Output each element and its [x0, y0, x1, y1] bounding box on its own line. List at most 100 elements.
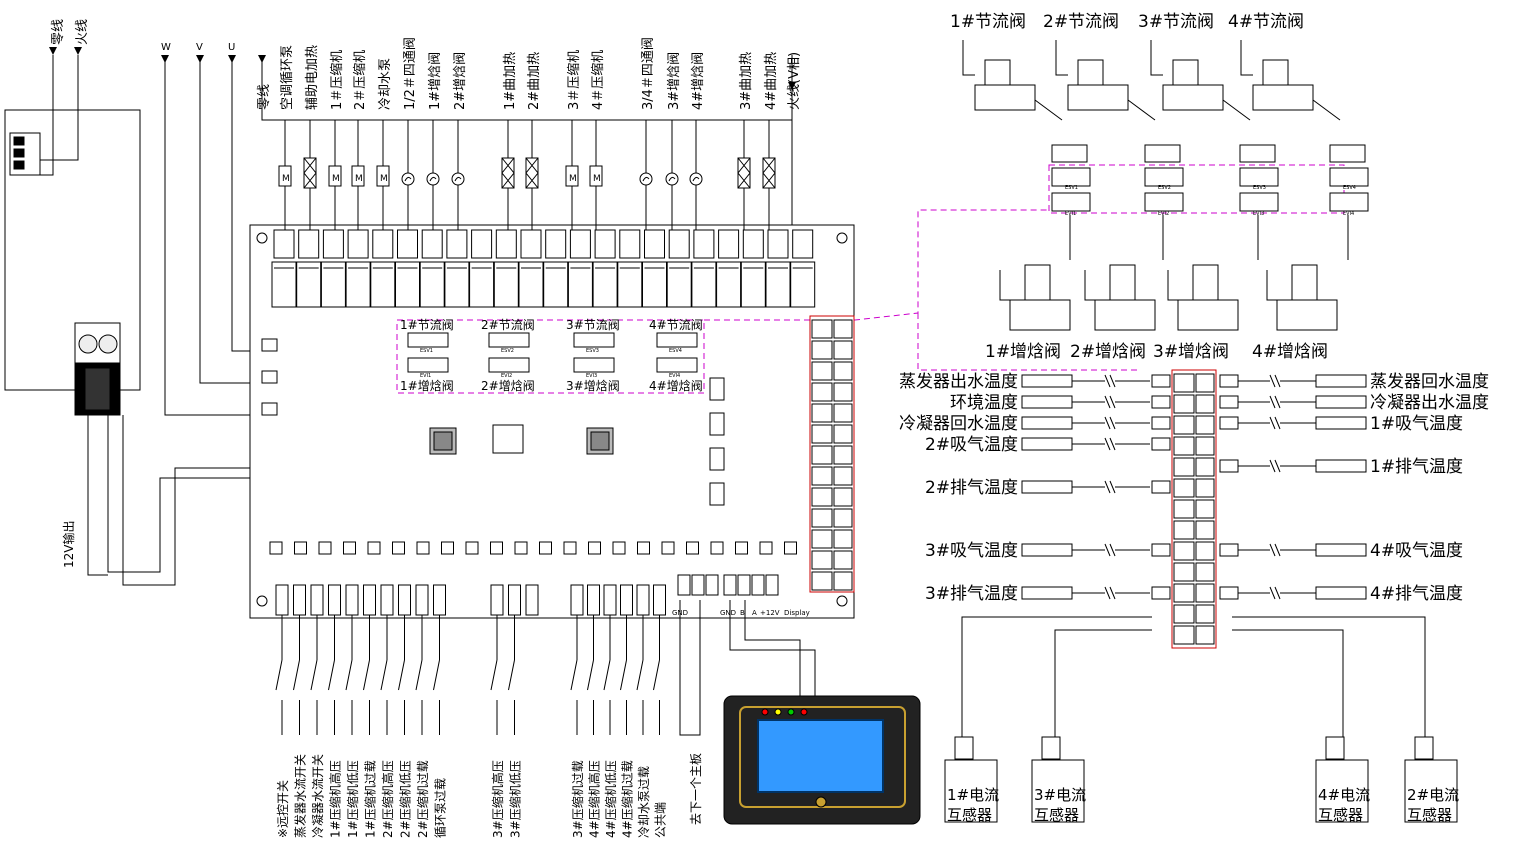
ext-sensor-terminal-2	[1195, 478, 1215, 498]
enthalpy-valve-pipe	[999, 270, 1015, 301]
board-led-pad	[416, 541, 430, 555]
ext-sensor-terminal-2	[1195, 394, 1215, 414]
evi-label: EVI2	[1158, 211, 1169, 217]
throttle-valve-head	[1262, 59, 1289, 86]
motor-symbol-label: M	[282, 174, 290, 184]
input-a-switch	[415, 659, 423, 735]
sensor-left-probe	[1021, 543, 1073, 557]
sensor-left-label: 3#排气温度	[925, 584, 1018, 604]
phase-label-v: V	[196, 42, 203, 53]
evi-label: EVI4	[1343, 211, 1354, 217]
a-label: A	[752, 609, 757, 617]
load-arrow	[788, 82, 796, 90]
input-a-label: 2#压缩机低压	[398, 760, 413, 838]
input-c-label: 3#压缩机过载	[570, 760, 585, 838]
board-enthalpy-label: 3#增焓阀	[566, 378, 620, 393]
sensor-right-label: 1#吸气温度	[1370, 414, 1463, 434]
relay-terminal	[792, 229, 814, 259]
board-sensor-terminal-2	[833, 424, 853, 444]
board-sensor-terminal-2	[833, 382, 853, 402]
board-esv-label: ESV3	[586, 348, 599, 354]
relay	[444, 261, 470, 308]
display-terminal	[723, 574, 737, 596]
input-terminal	[345, 584, 359, 616]
relay	[518, 261, 544, 308]
heater-zigzag	[525, 157, 539, 189]
enthalpy-valve-head	[1109, 264, 1136, 301]
ct-plug	[1041, 736, 1061, 760]
relay	[592, 261, 618, 308]
evi-connector	[1144, 192, 1184, 212]
phase-arrow	[228, 55, 236, 63]
relay-terminal	[347, 229, 369, 259]
input-terminal	[398, 584, 411, 616]
live-label: 火线	[75, 19, 90, 45]
input-b-label: 3#压缩机高压	[490, 760, 505, 838]
sensor-right-break	[1269, 586, 1281, 600]
sensor-left-break	[1104, 543, 1116, 557]
sensor-left-probe	[1021, 586, 1073, 600]
input-a-switch	[310, 659, 318, 735]
sensor-right-probe	[1315, 459, 1367, 473]
mounting-hole	[256, 232, 268, 244]
ext-sensor-terminal-2	[1195, 562, 1215, 582]
sensor-right-label: 冷凝器出水温度	[1370, 393, 1489, 413]
ext-sensor-terminal	[1173, 457, 1195, 477]
motor-symbol	[351, 165, 365, 187]
ct-id-label: 4#电流	[1318, 786, 1370, 804]
ct-plug	[1414, 736, 1434, 760]
input-c-switch	[620, 659, 627, 735]
sensor-left-probe	[1021, 374, 1073, 388]
throttle-valve-body	[1252, 84, 1314, 111]
board-led-pad	[367, 541, 381, 555]
load-label: 3#增焓阀	[666, 52, 682, 110]
sensor-right-break	[1269, 459, 1281, 473]
relay-terminal	[668, 229, 690, 259]
ct-body	[1315, 759, 1369, 823]
input-c-switch	[587, 659, 594, 735]
relay	[320, 261, 346, 308]
display-screen	[757, 719, 884, 793]
sensor-left-plug	[1151, 543, 1171, 557]
display-terminal	[751, 574, 765, 596]
ct-body	[1031, 759, 1085, 823]
ct-id-label: 3#电流	[1034, 786, 1086, 804]
throttle-valve-label: 2#节流阀	[1043, 12, 1119, 32]
input-a-label: 1#压缩机高压	[328, 760, 343, 838]
sensor-right-label: 蒸发器回水温度	[1370, 372, 1489, 392]
input-a-switch	[433, 659, 440, 735]
ext-sensor-terminal-2	[1195, 499, 1215, 519]
enthalpy-valve-body	[1094, 299, 1156, 331]
enthalpy-valve-head	[1024, 264, 1051, 301]
gnd-label-2: GND	[720, 609, 736, 617]
relay	[740, 261, 766, 308]
input-b-switch	[508, 659, 515, 735]
board-ic	[709, 447, 725, 471]
ext-sensor-terminal-2	[1195, 541, 1215, 561]
heater-zigzag	[762, 157, 776, 189]
board-throttle-label: 1#节流阀	[400, 318, 454, 332]
board-throttle-label: 4#节流阀	[649, 318, 703, 332]
sensor-left-probe	[1021, 437, 1073, 451]
neutral-arrow	[49, 47, 57, 55]
motor-symbol	[565, 165, 579, 187]
board-sensor-terminal	[811, 403, 833, 423]
board-led-pad	[735, 541, 748, 555]
ext-sensor-terminal	[1173, 625, 1195, 645]
motor-symbol	[376, 165, 390, 187]
board-enthalpy-label: 1#增焓阀	[400, 378, 454, 393]
relay-terminal	[545, 229, 567, 259]
heater-zigzag	[303, 157, 317, 189]
ext-sensor-terminal	[1173, 604, 1195, 624]
motor-symbol-label: M	[380, 174, 388, 184]
input-a-switch	[398, 659, 405, 735]
sensor-right-break	[1269, 395, 1281, 409]
throttle-valve-cable	[1127, 99, 1156, 121]
input-c-label: 4#压缩机低压	[603, 760, 618, 838]
motor-symbol	[589, 165, 603, 187]
board-sensor-terminal	[811, 340, 833, 360]
relay	[419, 261, 445, 308]
relay	[765, 261, 791, 308]
input-terminal	[415, 584, 429, 616]
valve-coil-symbol	[639, 172, 653, 186]
